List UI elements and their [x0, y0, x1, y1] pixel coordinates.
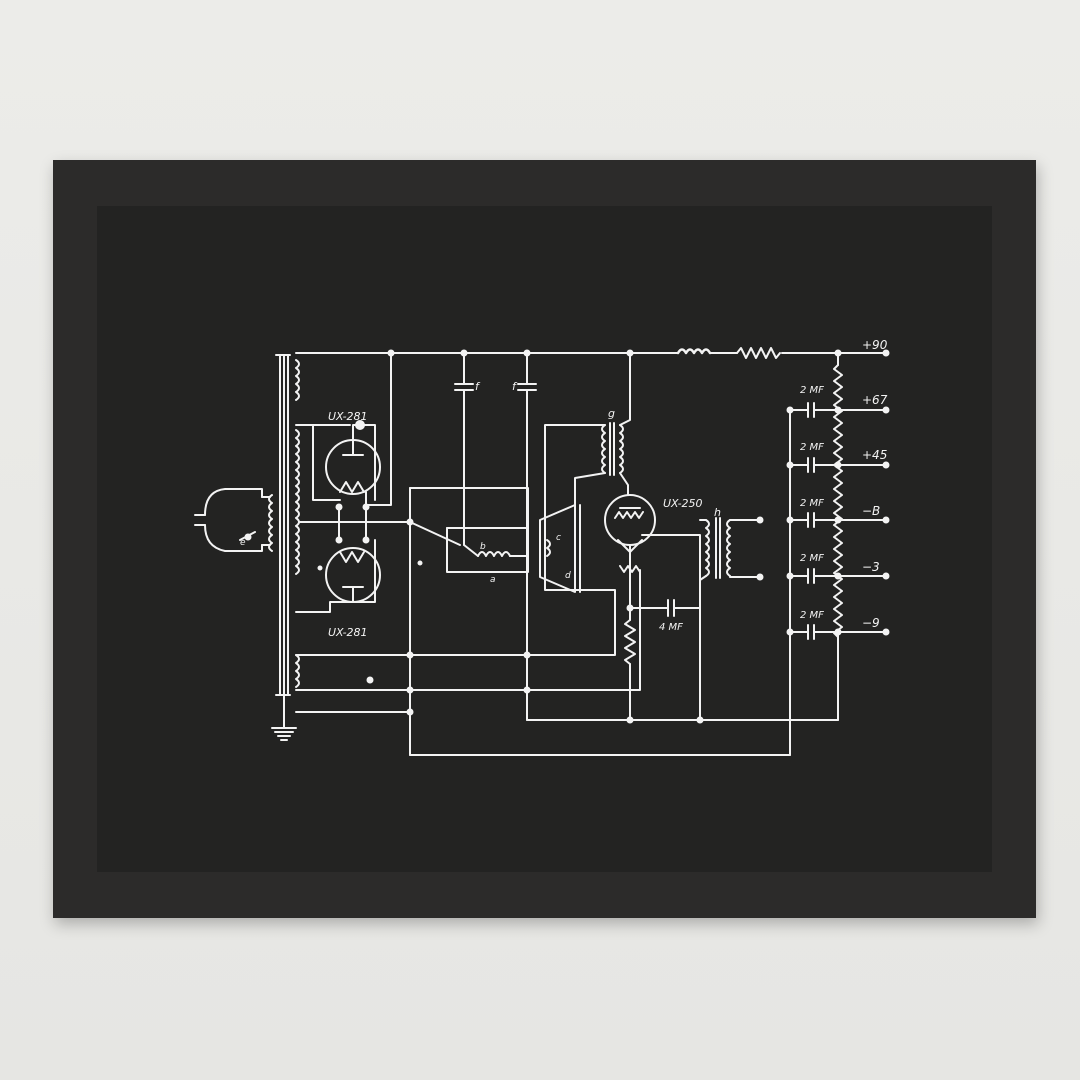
letter-h: h [714, 506, 721, 519]
capacitor-4mf [624, 569, 701, 721]
transformer-g [544, 352, 631, 506]
terminal-label-0: +90 [862, 338, 888, 352]
terminal-label-4: −3 [862, 560, 880, 574]
lower-bus [295, 487, 839, 756]
cap-label-2: 2 MF [800, 498, 824, 509]
capacitor-f1 [454, 352, 474, 546]
circuit-schematic: UX-281 UX-281 UX-250 +90 +67 +45 −B −3 −… [194, 338, 890, 756]
transformer-h [699, 516, 764, 581]
letter-f1: f [475, 380, 481, 393]
speaker-assembly [409, 487, 581, 756]
power-tube [604, 494, 701, 721]
filter-network [786, 352, 890, 756]
mains-input [194, 488, 271, 552]
picture-frame: UX-281 UX-281 UX-250 +90 +67 +45 −B −3 −… [53, 160, 1036, 918]
letter-e: e [240, 538, 246, 548]
terminal-label-2: +45 [862, 448, 887, 462]
rectifier-wiring [295, 352, 461, 684]
letter-c: c [556, 533, 561, 543]
rectifier-tube-bottom [325, 547, 381, 603]
top-bus [295, 347, 890, 359]
cap-label-3: 2 MF [800, 553, 824, 564]
label-tube-bottom: UX-281 [328, 626, 368, 639]
terminal-label-3: −B [862, 504, 880, 518]
letter-g: g [608, 407, 615, 420]
label-tube-power: UX-250 [663, 497, 703, 510]
cap-label-4: 2 MF [800, 610, 824, 621]
letter-a: a [490, 575, 496, 585]
label-tube-top: UX-281 [328, 410, 368, 423]
letter-f2: f [512, 380, 518, 393]
cap-label-0: 2 MF [800, 385, 824, 396]
terminal-label-5: −9 [862, 616, 880, 630]
letter-d: d [565, 571, 571, 581]
cap-label-4mf: 4 MF [659, 622, 683, 633]
letter-b: b [480, 542, 486, 552]
terminal-label-1: +67 [862, 393, 888, 407]
cap-label-1: 2 MF [800, 442, 824, 453]
power-transformer [268, 354, 300, 741]
